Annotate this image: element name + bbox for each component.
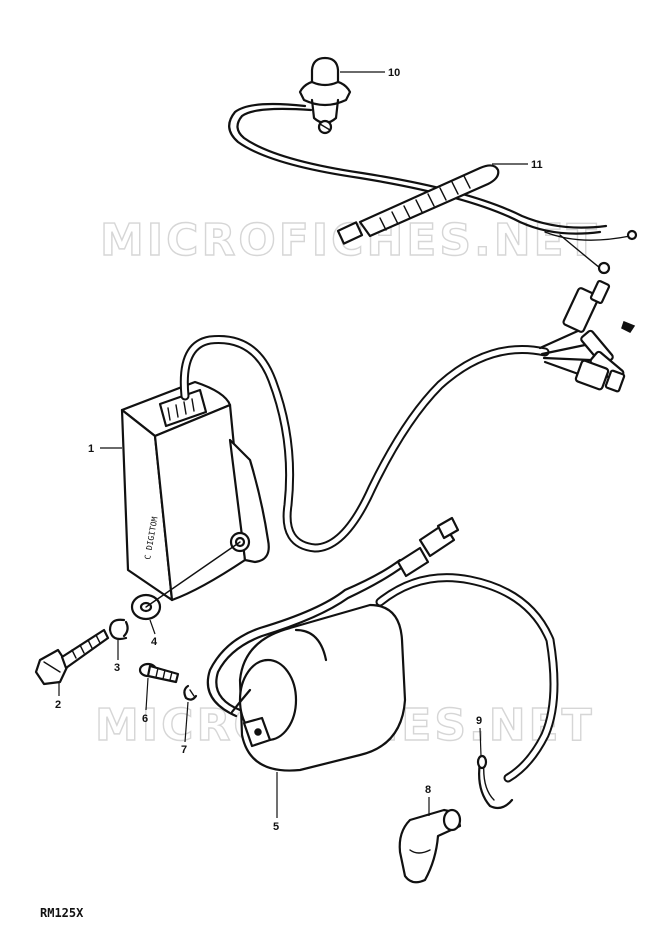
- callout-4: 4: [149, 619, 158, 648]
- callout-5: 5: [273, 772, 279, 833]
- callout-7: 7: [181, 701, 189, 756]
- part-3-lock-washer: [108, 618, 129, 641]
- svg-text:10: 10: [388, 67, 400, 79]
- svg-text:7: 7: [181, 744, 187, 756]
- coil-high-tension-lead: [375, 573, 559, 783]
- svg-text:4: 4: [151, 636, 158, 648]
- part-11-sleeve: [336, 164, 500, 245]
- callout-8: 8: [425, 784, 431, 816]
- model-code: RM125X: [40, 906, 84, 920]
- callout-1: 1: [88, 443, 122, 455]
- part-8-plug-cap: [398, 808, 462, 884]
- coil-primary-wire: [206, 516, 460, 718]
- part-2-bolt: [34, 628, 110, 686]
- callout-3: 3: [114, 640, 120, 674]
- part-7-washer: [183, 684, 198, 701]
- svg-text:3: 3: [114, 662, 120, 674]
- callout-10: 10: [340, 67, 400, 79]
- part-4-washer: [130, 541, 241, 621]
- svg-text:5: 5: [273, 821, 279, 833]
- harness-connectors: [538, 279, 636, 393]
- part-10-switch: [298, 56, 352, 135]
- part-1-cdi-unit: C DIGITOM: [120, 380, 270, 602]
- svg-text:6: 6: [142, 713, 148, 725]
- svg-text:2: 2: [55, 699, 61, 711]
- svg-text:1: 1: [88, 443, 94, 455]
- callout-11: 11: [492, 159, 543, 171]
- svg-text:9: 9: [476, 715, 482, 727]
- callout-9: 9: [476, 715, 482, 757]
- callout-2: 2: [55, 682, 61, 711]
- callout-6: 6: [142, 677, 149, 725]
- part-9-clamp: [476, 754, 514, 810]
- cdi-harness-wire: [179, 335, 550, 553]
- part-5-ignition-coil: [230, 603, 407, 772]
- part-10-wire: [228, 102, 638, 275]
- svg-text:8: 8: [425, 784, 431, 796]
- svg-text:11: 11: [531, 159, 543, 171]
- part-6-screw: [138, 662, 180, 684]
